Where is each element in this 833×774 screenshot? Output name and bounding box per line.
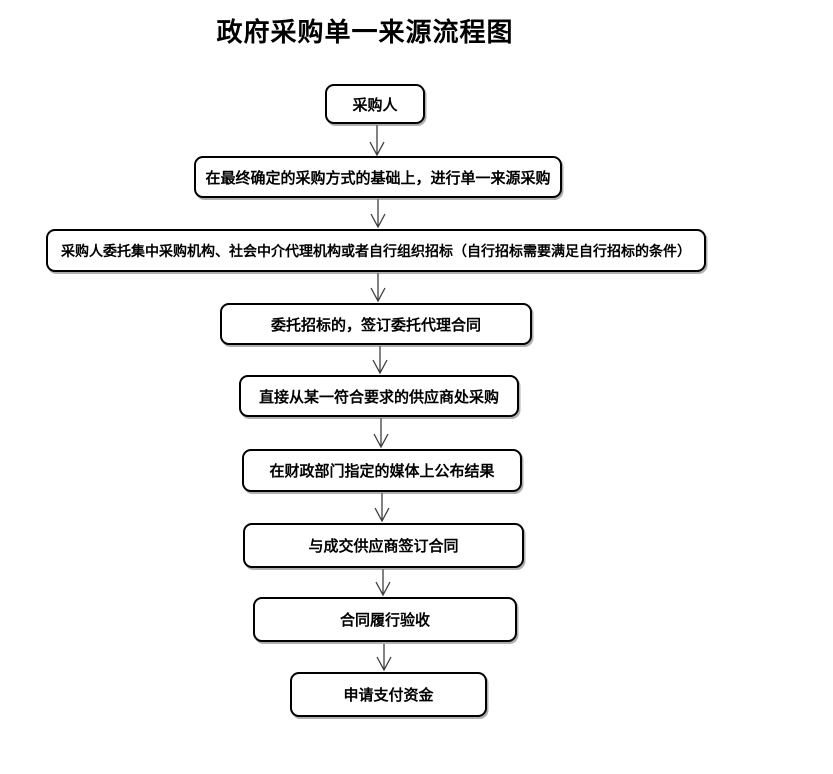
- flow-node-procure-from-supplier: 直接从某一符合要求的供应商处采购: [239, 375, 519, 417]
- arrow-down-icon: [369, 125, 385, 157]
- flow-node-publish-results: 在财政部门指定的媒体上公布结果: [242, 449, 522, 492]
- arrow-down-icon: [374, 493, 390, 523]
- flow-node-entrust-agency-or-self-tender: 采购人委托集中采购机构、社会中介代理机构或者自行组织招标（自行招标需要满足自行招…: [46, 229, 706, 272]
- arrow-down-icon: [375, 569, 391, 597]
- flow-node-apply-payment: 申请支付资金: [290, 672, 487, 717]
- arrow-down-icon: [373, 418, 389, 449]
- arrow-down-icon: [376, 644, 392, 672]
- flow-node-sign-contract-with-supplier: 与成交供应商签订合同: [243, 523, 524, 568]
- arrow-down-icon: [370, 273, 386, 303]
- flow-node-sign-agency-contract: 委托招标的，签订委托代理合同: [220, 303, 532, 345]
- arrow-down-icon: [370, 199, 386, 229]
- diagram-title: 政府采购单一来源流程图: [216, 18, 514, 47]
- flow-node-single-source-basis: 在最终确定的采购方式的基础上，进行单一来源采购: [194, 156, 562, 198]
- flow-node-contract-acceptance: 合同履行验收: [253, 597, 517, 642]
- arrow-down-icon: [372, 346, 388, 375]
- flow-node-purchaser: 采购人: [325, 84, 425, 124]
